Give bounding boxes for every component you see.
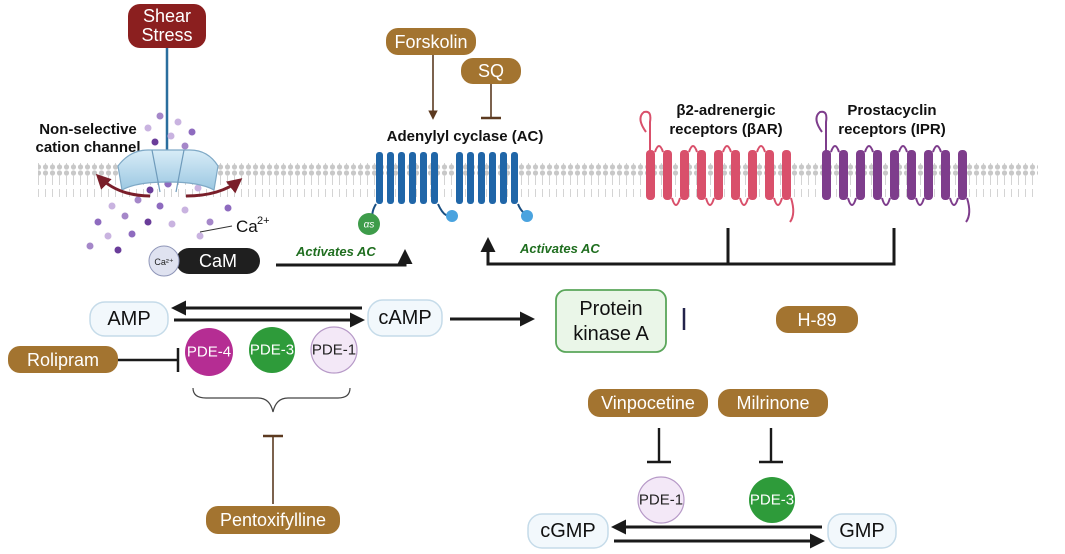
gmp-node: GMP [827,513,897,549]
pka-label-2: kinase A [573,323,649,345]
ion-efflux-arrow-left [95,173,151,198]
shear-stress-label-1: Shear [143,6,191,26]
calmodulin-complex: CaM Ca²⁺ [148,245,260,277]
calcium-label: Ca 2+ [199,215,270,236]
prostacyclin-receptor [815,110,971,223]
ion-efflux-arrow-right [185,178,243,198]
h89-label: H-89 [797,310,836,330]
milrinone-node: Milrinone [718,389,828,417]
milrinone-label: Milrinone [736,393,809,413]
pde3-label: PDE-3 [250,342,294,359]
ac-domain-dot-1 [446,210,458,222]
cation-channel [117,149,219,193]
pde4-label: PDE-4 [187,344,231,361]
pde1-enzyme: PDE-1 [310,326,358,374]
pde1-label: PDE-1 [312,342,356,359]
cgmp-label: cGMP [540,520,596,542]
rolipram-node: Rolipram [8,346,118,373]
activates-ac-arrow-left [276,249,413,267]
camp-node: cAMP [367,299,443,337]
h89-node: H-89 [776,306,858,333]
g-alpha-s: αs [358,213,380,235]
sq-label: SQ [478,61,504,81]
activates-ac-label-right: Activates AC [519,241,600,256]
pde1-cgmp-label: PDE-1 [639,492,683,509]
sq-node: SQ [461,58,521,84]
pde3-enzyme: PDE-3 [249,327,295,373]
forskolin-label: Forskolin [394,32,467,52]
pde3-cgmp-label: PDE-3 [750,492,794,509]
adenylyl-cyclase-label: Adenylyl cyclase (AC) [387,128,544,145]
activates-ac-arrow-right [488,228,896,266]
beta2-label-2: receptors (βAR) [669,121,782,138]
pde1-cgmp-enzyme: PDE-1 [637,476,685,524]
adenylyl-cyclase [371,152,529,221]
protein-kinase-a-node: Protein kinase A [555,289,667,353]
amp-label: AMP [107,308,150,330]
cam-label: CaM [199,251,237,271]
beta2-label-1: β2-adrenergic [676,102,775,119]
g-alpha-s-label: αs [364,220,375,231]
gmp-label: GMP [839,520,885,542]
pde3-cgmp-enzyme: PDE-3 [749,477,795,523]
vinpocetine-label: Vinpocetine [601,393,695,413]
camp-label: cAMP [378,307,431,329]
vinpocetine-node: Vinpocetine [588,389,708,417]
pde4-enzyme: PDE-4 [185,328,233,376]
pentoxifylline-node: Pentoxifylline [206,506,340,534]
beta2-adrenergic-receptor [639,110,795,223]
ca-bound-label: Ca²⁺ [154,257,174,267]
activates-ac-label-left: Activates AC [295,244,376,259]
channel-label-1: Non-selective [39,121,137,138]
amp-node: AMP [89,301,169,337]
channel-label-2: cation channel [35,139,140,156]
rolipram-label: Rolipram [27,350,99,370]
pde-group-brace [192,387,351,413]
cgmp-node: cGMP [527,513,609,549]
ca-symbol: Ca [236,217,258,236]
channel-label: Non-selective cation channel [35,121,140,156]
prostacyclin-label-2: receptors (IPR) [838,121,946,138]
pka-label-1: Protein [579,298,642,320]
prostacyclin-label-1: Prostacyclin [847,102,936,119]
forskolin-node: Forskolin [386,28,476,55]
ca-charge: 2+ [257,215,270,227]
pentoxifylline-label: Pentoxifylline [220,510,326,530]
ac-domain-dot-2 [521,210,533,222]
shear-stress-label-2: Stress [141,25,192,45]
shear-stress-node: Shear Stress [128,4,206,48]
